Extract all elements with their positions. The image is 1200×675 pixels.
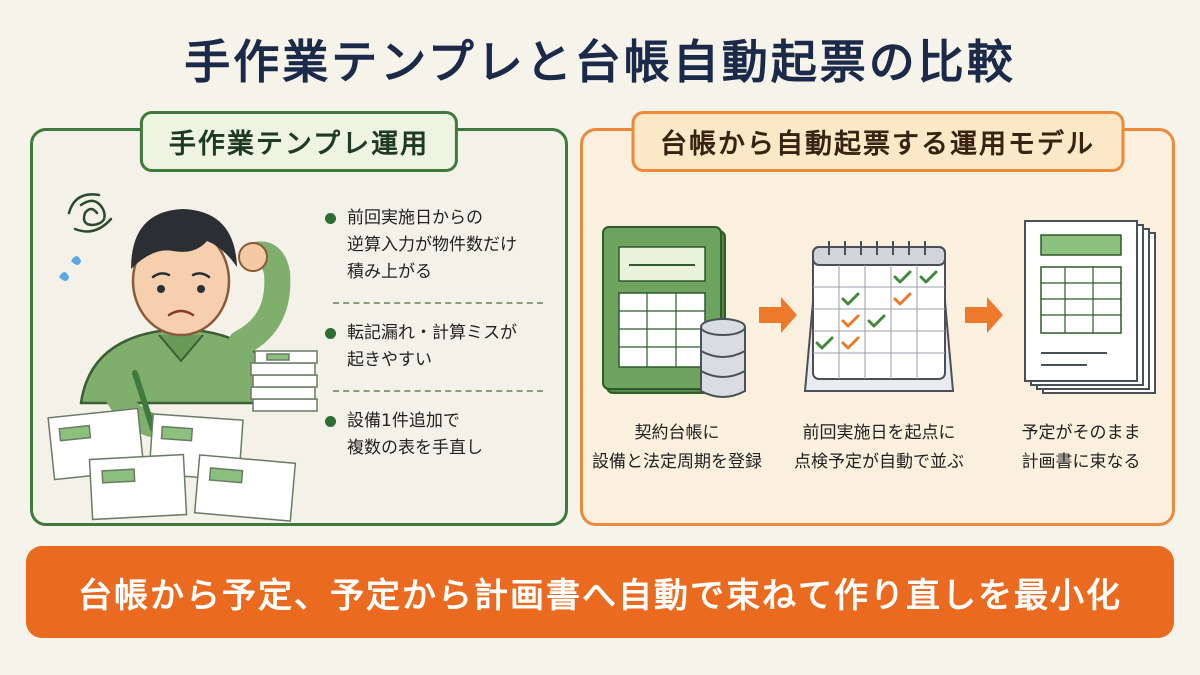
step-label-schedule: 前回実施日を起点に 点検予定が自動で並ぶ — [794, 423, 964, 472]
arrow-right-icon — [759, 297, 797, 333]
stress-swirl-icon — [67, 193, 113, 233]
bullet-dot-icon — [325, 328, 336, 339]
auto-ledger-panel-title: 台帳から自動起票する運用モデル — [631, 111, 1124, 172]
manual-issue-item: 前回実施日からの 逆算入力が物件数だけ 積み上がる — [325, 205, 557, 286]
step-label-ledger: 契約台帳に 設備と法定周期を登録 — [592, 423, 762, 472]
arrow-right-icon — [965, 297, 1003, 333]
database-icon — [700, 318, 746, 398]
step-label-plan: 予定がそのまま 計画書に束なる — [1021, 423, 1141, 472]
page-title: 手作業テンプレと台帳自動起票の比較 — [184, 35, 1016, 89]
dashed-divider — [333, 302, 543, 304]
plan-documents-icon — [1024, 220, 1156, 394]
ledger-database-icon — [602, 226, 746, 398]
manual-issue-item: 転記漏れ・計算ミスが 起きやすい — [325, 320, 557, 374]
sweat-drops-icon — [59, 256, 81, 281]
manual-issues-list: 前回実施日からの 逆算入力が物件数だけ 積み上がる 転記漏れ・計算ミスが 起きや… — [325, 205, 557, 462]
bullet-dot-icon — [325, 416, 336, 427]
manual-template-panel-title: 手作業テンプレ運用 — [139, 111, 459, 172]
auto-ledger-panel: 台帳から自動起票する運用モデル — [580, 111, 1175, 526]
manual-template-panel: 手作業テンプレ運用 — [30, 111, 568, 526]
manual-issue-item: 設備1件追加で 複数の表を手直し — [325, 408, 557, 462]
summary-banner: 台帳から予定、予定から計画書へ自動で束ねて作り直しを最小化 — [26, 546, 1174, 638]
calendar-check-icon — [803, 241, 955, 392]
dashed-divider — [333, 390, 543, 392]
worried-worker-illustration — [47, 193, 318, 522]
bullet-dot-icon — [325, 213, 336, 224]
